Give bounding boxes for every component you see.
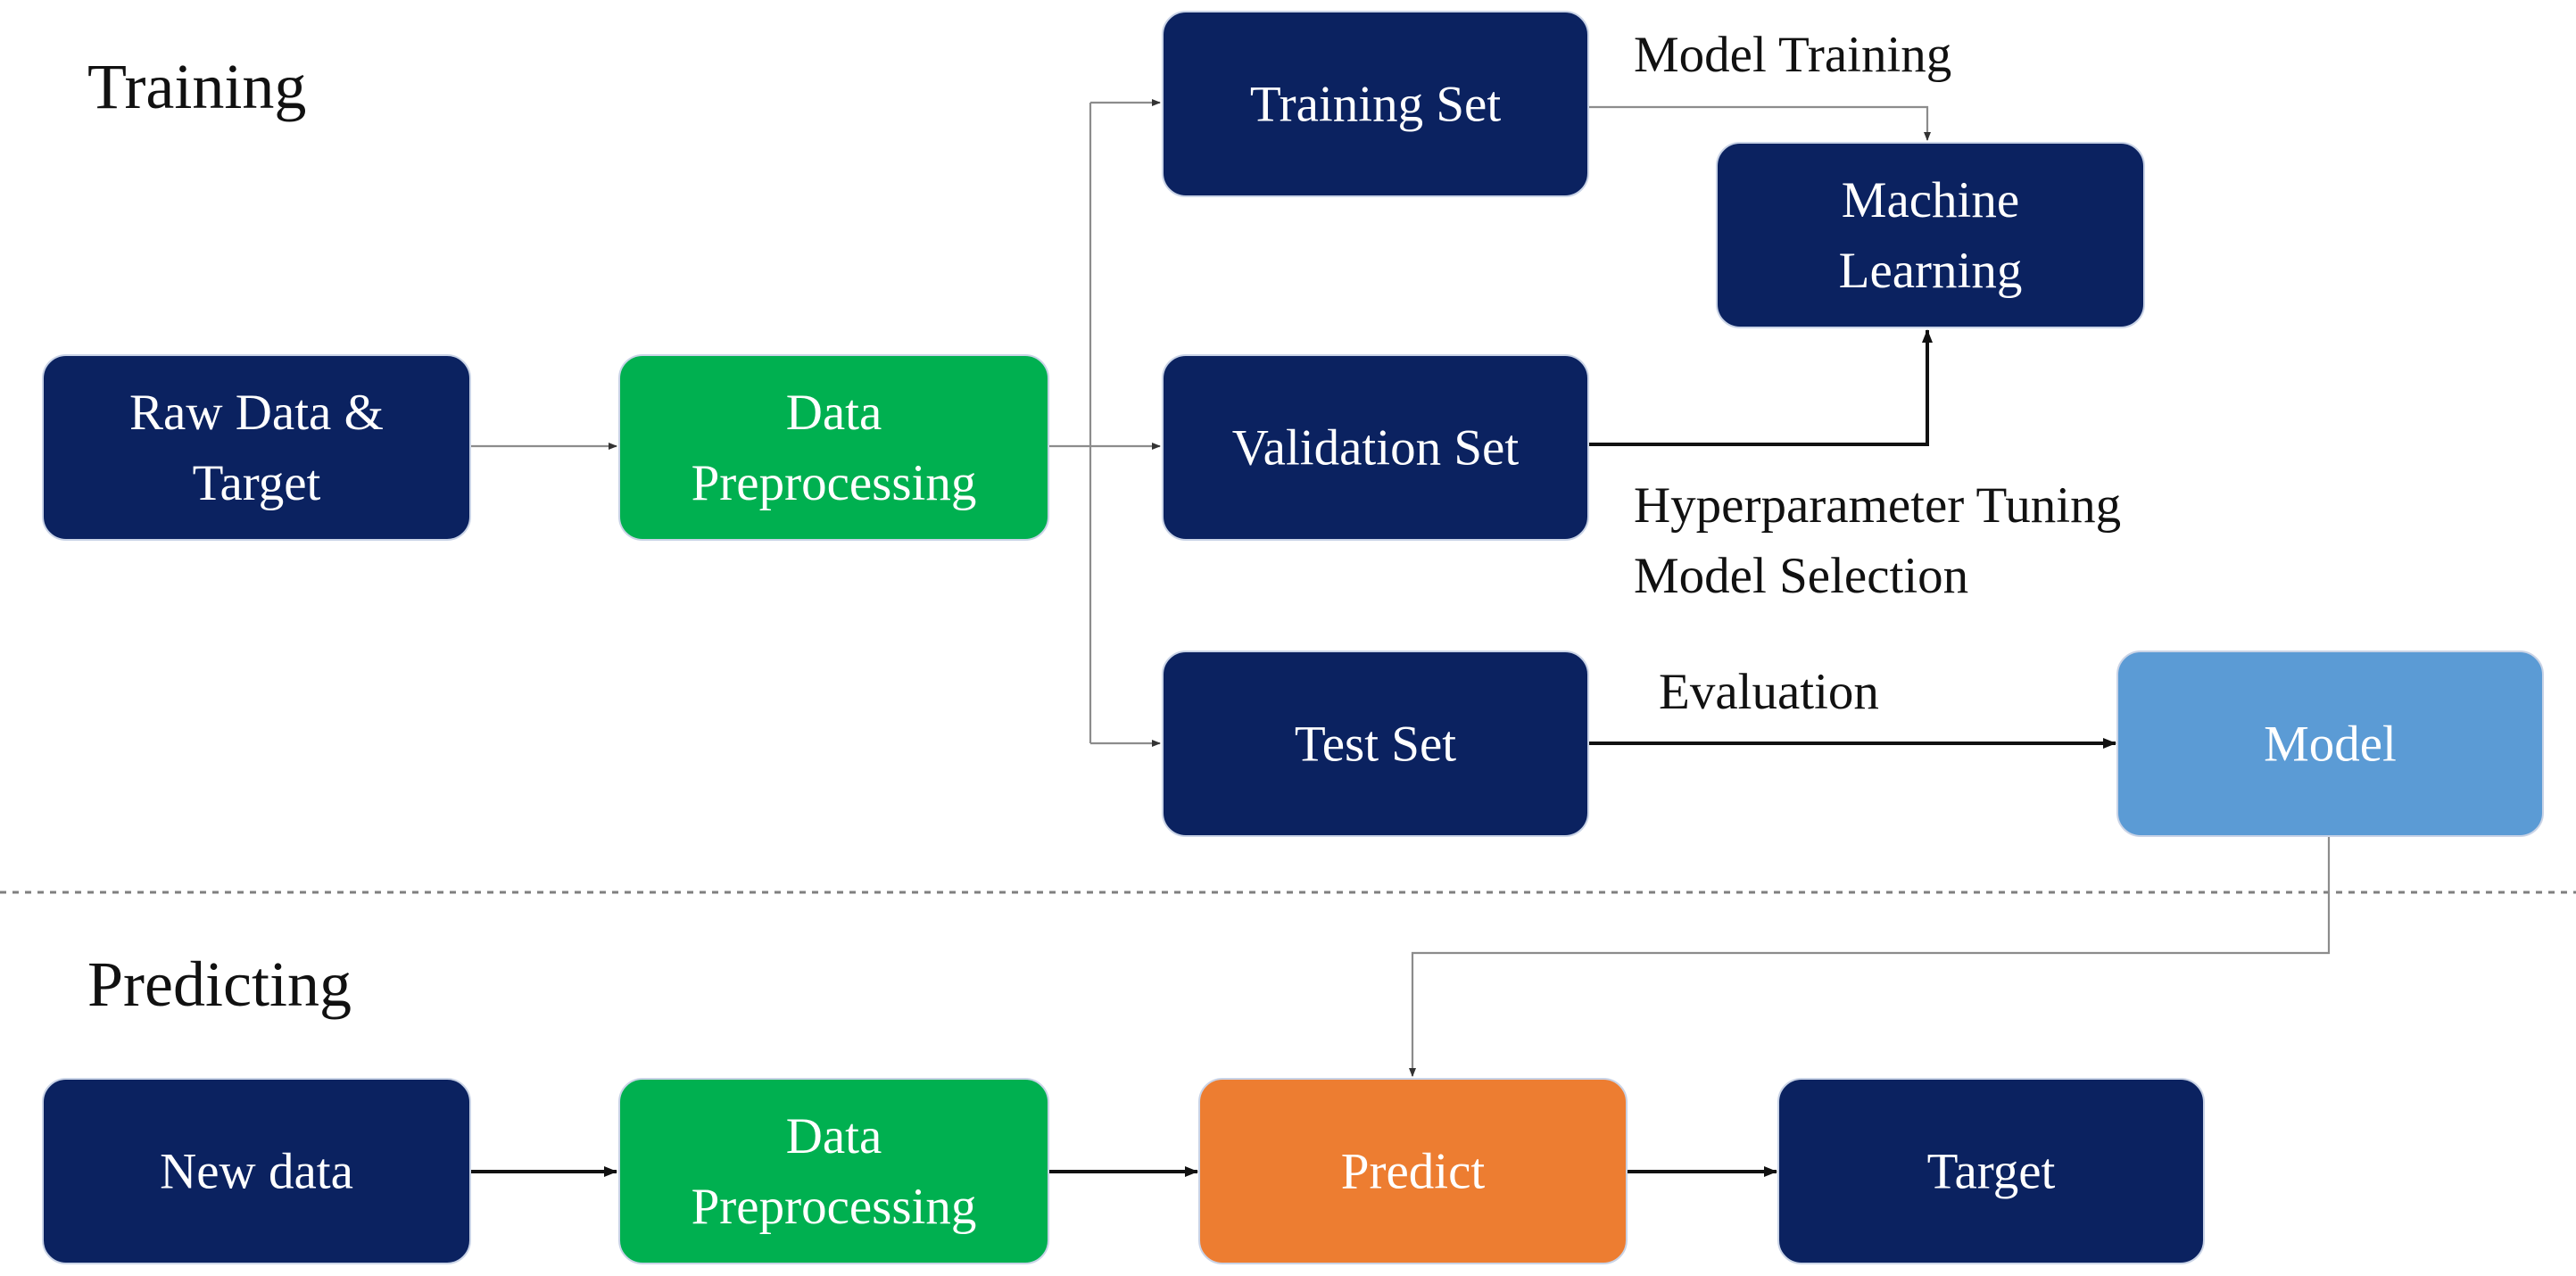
node-training-set-box — [1162, 11, 1589, 197]
node-model: Model — [2116, 650, 2544, 837]
edges — [470, 99, 2331, 1177]
node-validation-set-box — [1162, 354, 1589, 541]
node-target: Target — [1777, 1078, 2205, 1264]
node-label-line: Target — [1927, 1143, 2056, 1199]
node-raw-data-label: Raw Data & Target — [129, 385, 384, 511]
node-data-preprocessing-training-box — [618, 354, 1049, 541]
node-raw-data: Raw Data & Target — [42, 354, 471, 541]
node-machine-learning-box — [1716, 142, 2145, 328]
node-label-line: Test Set — [1295, 716, 1456, 772]
predicting-section-title: Predicting — [87, 949, 352, 1020]
node-model-box — [2116, 650, 2544, 837]
node-label-line: Target — [193, 455, 321, 511]
node-label-line: Machine — [1842, 172, 2019, 228]
node-predict-label: Predict — [1341, 1143, 1486, 1199]
node-label-line: Training Set — [1250, 76, 1502, 132]
node-label-line: Data — [786, 385, 882, 441]
label-model-selection: Model Selection — [1634, 548, 1968, 604]
training-section-title: Training — [87, 51, 306, 122]
node-test-set-box — [1162, 650, 1589, 837]
node-validation-set-label: Validation Set — [1232, 419, 1520, 476]
node-raw-data-box — [42, 354, 471, 541]
node-new-data-box — [42, 1078, 471, 1264]
node-label-line: New data — [160, 1143, 353, 1199]
node-predict-box — [1198, 1078, 1628, 1264]
node-predict: Predict — [1198, 1078, 1628, 1264]
node-data-preprocessing-predicting-box — [618, 1078, 1049, 1264]
node-new-data: New data — [42, 1078, 471, 1264]
node-training-set-label: Training Set — [1250, 76, 1502, 132]
node-test-set-label: Test Set — [1295, 716, 1456, 772]
node-label-line: Model — [2264, 716, 2397, 772]
node-label-line: Raw Data & — [129, 385, 384, 441]
node-label-line: Preprocessing — [692, 1179, 977, 1235]
node-label-line: Preprocessing — [692, 455, 977, 511]
node-label-line: Data — [786, 1108, 882, 1164]
node-model-label: Model — [2264, 716, 2397, 772]
node-label-line: Predict — [1341, 1143, 1486, 1199]
edge-training-set-to-machine-learning — [1588, 105, 1931, 141]
label-hyperparameter-tuning: Hyperparameter Tuning — [1634, 477, 2121, 534]
edge-model-to-predict — [1409, 836, 2331, 1077]
label-model-training: Model Training — [1634, 27, 1951, 83]
node-test-set: Test Set — [1162, 650, 1589, 837]
edge-validation-set-to-machine-learning — [1588, 329, 1933, 446]
node-target-box — [1777, 1078, 2205, 1264]
node-label-line: Validation Set — [1232, 419, 1520, 476]
node-training-set: Training Set — [1162, 11, 1589, 197]
node-validation-set: Validation Set — [1162, 354, 1589, 541]
node-new-data-label: New data — [160, 1143, 353, 1199]
node-target-label: Target — [1927, 1143, 2056, 1199]
label-evaluation: Evaluation — [1659, 664, 1879, 720]
node-label-line: Learning — [1839, 243, 2023, 299]
